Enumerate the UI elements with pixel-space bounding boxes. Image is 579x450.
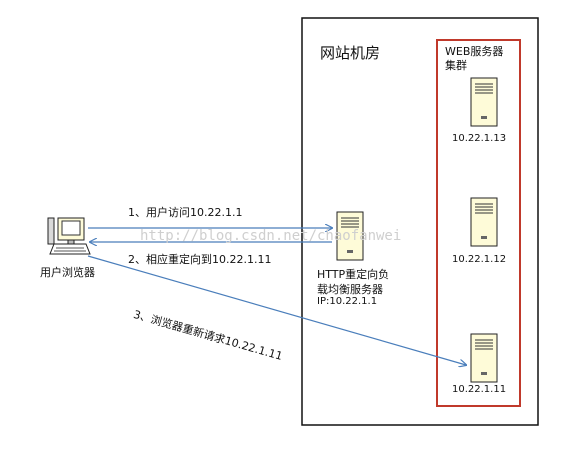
- redirect-server-ip: IP:10.22.1.1: [317, 296, 378, 307]
- web-cluster-frame: [436, 39, 521, 407]
- web-server-icon-3: [470, 333, 498, 383]
- watermark: http://blog.csdn.net/chaofanwei: [140, 228, 402, 244]
- web-cluster-title-line1: WEB服务器: [445, 45, 504, 58]
- redirect-server-label-line2: 载均衡服务器: [317, 283, 383, 296]
- web-server-icon-1: [470, 77, 498, 127]
- server-ip-1: 10.22.1.13: [452, 133, 507, 144]
- redirect-server-label-line1: HTTP重定向负: [317, 268, 390, 281]
- web-server-icon-2: [470, 197, 498, 247]
- arrow-step3: [87, 255, 466, 365]
- datacenter-frame: [301, 17, 539, 426]
- server-ip-2: 10.22.1.12: [452, 254, 507, 265]
- server-ip-3: 10.22.1.11: [452, 384, 507, 395]
- arrow-step2-label: 2、相应重定向到10.22.1.11: [128, 253, 272, 266]
- web-cluster-title-line2: 集群: [445, 59, 467, 72]
- client-computer-icon: [47, 217, 91, 255]
- client-label: 用户浏览器: [40, 266, 95, 279]
- arrow-step1-label: 1、用户访问10.22.1.1: [128, 206, 243, 219]
- datacenter-title: 网站机房: [320, 44, 381, 62]
